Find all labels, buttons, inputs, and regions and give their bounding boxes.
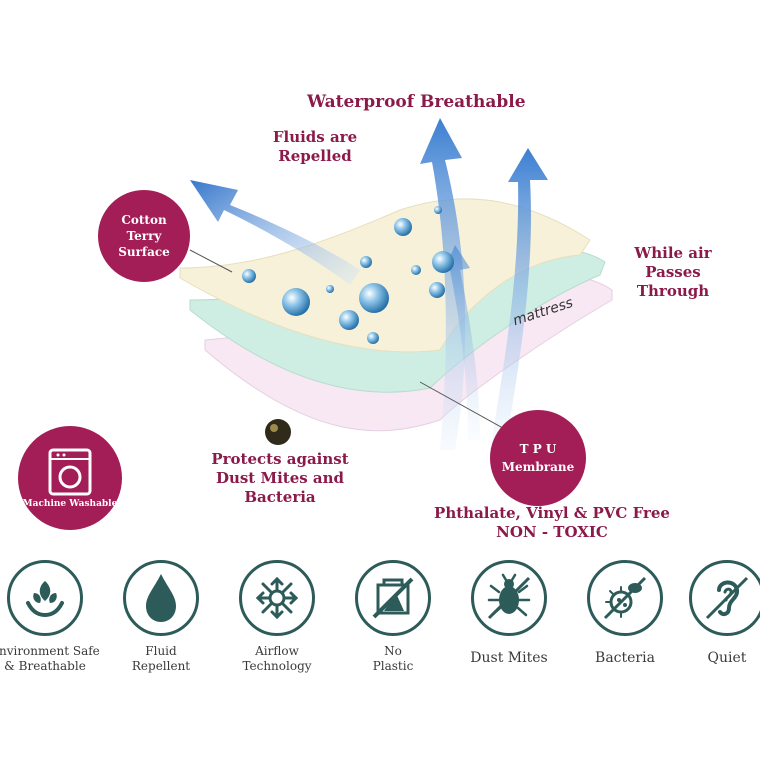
water-bubbles	[242, 206, 454, 344]
water-drop-icon	[146, 574, 176, 622]
washing-machine-icon	[48, 448, 92, 496]
cream-layer	[179, 198, 591, 353]
air-arrow-2	[490, 148, 548, 450]
tpu-membrane-badge: T P U Membrane	[490, 410, 586, 506]
fluids-label: Fluids are Repelled	[272, 128, 358, 165]
feature-quiet: Quiet	[672, 560, 760, 668]
dust-mite-icon	[487, 573, 531, 620]
feature-airflow-technology: Airflow Technology	[222, 560, 332, 674]
quiet-ear-icon	[705, 576, 749, 620]
hands-leaf-icon	[26, 581, 64, 618]
machine-washable-badge: Machine Washable	[18, 426, 122, 530]
fluid-arrow	[190, 180, 360, 285]
feature-bacteria: Bacteria	[570, 560, 680, 668]
air-arrow-3	[444, 245, 480, 440]
air-arrow-1	[420, 118, 466, 450]
airflow-arrows-icon	[255, 576, 299, 620]
feature-environment-safe: Environment Safe & Breathable	[0, 560, 100, 674]
cotton-terry-badge: Cotton Terry Surface	[98, 190, 190, 282]
title-waterproof-breathable: Waterproof Breathable	[307, 92, 526, 112]
air-label: While air Passes Through	[634, 244, 712, 300]
layer-illustration	[179, 118, 613, 450]
dust-mite-icon	[265, 419, 291, 445]
feature-dust-mites: Dust Mites	[454, 560, 564, 668]
feature-fluid-repellent: Fluid Repellent	[106, 560, 216, 674]
non-toxic-label: Phthalate, Vinyl & PVC Free NON - TOXIC	[434, 504, 670, 541]
no-plastic-icon	[372, 577, 414, 619]
dust-label: Protects against Dust Mites and Bacteria	[211, 450, 349, 506]
feature-no-plastic: No Plastic	[338, 560, 448, 674]
bacteria-icon	[603, 576, 647, 620]
